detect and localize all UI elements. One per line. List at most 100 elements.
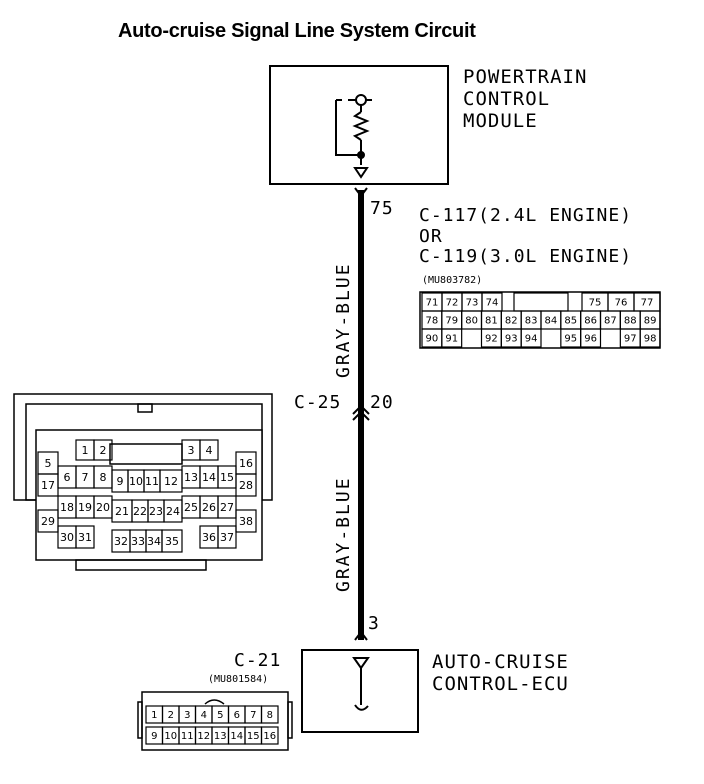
pin-number: 19	[78, 501, 92, 514]
pin-number: 81	[485, 316, 498, 327]
pin-number: 35	[165, 535, 179, 548]
pin-number: 3	[184, 710, 190, 721]
ecu-box	[301, 649, 419, 733]
pin-number: 34	[147, 535, 161, 548]
wire-color-upper: GRAY-BLUE	[333, 262, 354, 378]
connector-or-label: OR	[419, 226, 443, 247]
pin-number: 80	[465, 316, 478, 327]
pin-number: 92	[485, 334, 498, 345]
pin-number: 10	[164, 731, 177, 742]
pin-number: 26	[202, 501, 216, 514]
pin-cell	[260, 705, 279, 724]
pin-number: 88	[624, 316, 637, 327]
pin-number: 32	[114, 535, 128, 548]
pin-number: 30	[60, 531, 74, 544]
pin-number: 71	[426, 298, 439, 309]
pin-number: 8	[267, 710, 273, 721]
pin-number: 27	[220, 501, 234, 514]
pin-cell	[199, 439, 219, 461]
pin-number: 38	[239, 515, 253, 528]
pin-cell	[639, 328, 661, 348]
pcm-label-line: POWERTRAIN	[463, 66, 588, 88]
pin-terminal-75	[354, 187, 368, 198]
pin-number: 6	[234, 710, 240, 721]
pin-number: 12	[197, 731, 210, 742]
pin-cell	[75, 525, 95, 549]
connector-c21-part-number: (MU801584)	[208, 674, 269, 685]
pcm-label-line: CONTROL	[463, 88, 551, 110]
pin-number: 98	[644, 334, 657, 345]
pin-number: 6	[64, 471, 71, 484]
pin-number: 25	[184, 501, 198, 514]
wire-color-lower: GRAY-BLUE	[333, 476, 354, 592]
connector-c117-part-number: (MU803782)	[422, 275, 483, 286]
junction-connector-name: C-25	[294, 392, 342, 413]
pin-number: 91	[445, 334, 458, 345]
ecu-label-line: CONTROL-ECU	[432, 673, 569, 695]
pin-cell	[260, 726, 279, 745]
pin-number: 94	[525, 334, 538, 345]
pin-cell	[217, 495, 237, 519]
pin-number: 5	[45, 457, 52, 470]
pin-number: 15	[247, 731, 260, 742]
pin-number: 1	[82, 444, 89, 457]
pin-number: 7	[82, 471, 89, 484]
pin-number: 37	[220, 531, 234, 544]
pin-number: 20	[96, 501, 110, 514]
pin-cell	[217, 525, 237, 549]
pin-number: 83	[525, 316, 538, 327]
pin-number: 86	[584, 316, 597, 327]
pin-number: 82	[505, 316, 518, 327]
pin-number: 4	[206, 444, 213, 457]
pin-number: 77	[641, 298, 654, 309]
pin-number: 72	[446, 298, 459, 309]
pin-number: 13	[184, 471, 198, 484]
pin-number: 84	[545, 316, 558, 327]
pin-number: 76	[615, 298, 628, 309]
pin-number: 33	[131, 535, 145, 548]
pin-number: 17	[41, 479, 55, 492]
pcm-internal-symbol	[335, 94, 372, 179]
pin-number: 2	[168, 710, 174, 721]
pin-number: 23	[149, 505, 163, 518]
pin-number: 10	[129, 475, 143, 488]
pin-number: 14	[202, 471, 216, 484]
connector-c21-name: C-21	[234, 650, 282, 671]
pin-number: 28	[239, 479, 253, 492]
pin-number: 90	[426, 334, 439, 345]
pcm-label-line: MODULE	[463, 110, 538, 132]
pin-number: 8	[100, 471, 107, 484]
pin-number: 89	[644, 316, 657, 327]
pin-number: 11	[181, 731, 194, 742]
pin-number: 85	[564, 316, 577, 327]
pin-number: 36	[202, 531, 216, 544]
pin-number: 78	[426, 316, 439, 327]
pin-cell	[235, 473, 257, 497]
pin-cell	[161, 529, 183, 553]
ecu-label-line: AUTO-CRUISE	[432, 651, 569, 673]
pin-number: 75	[589, 298, 602, 309]
pin-number: 9	[151, 731, 157, 742]
ecu-label: AUTO-CRUISE CONTROL-ECU	[432, 651, 569, 695]
pin-number: 22	[133, 505, 147, 518]
pin-number: 73	[466, 298, 479, 309]
pin-number: 16	[263, 731, 276, 742]
pin-number: 11	[145, 475, 159, 488]
pin-number: 87	[604, 316, 617, 327]
pin-number: 97	[624, 334, 637, 345]
pin-number: 21	[115, 505, 129, 518]
pin-cell	[37, 473, 59, 497]
pin-cell	[235, 509, 257, 533]
pin-cell	[37, 509, 59, 533]
pin-number: 1	[151, 710, 157, 721]
pin-cell	[441, 328, 463, 348]
pin-number: 3	[188, 444, 195, 457]
pin-number: 9	[117, 475, 124, 488]
junction-pin-number: 20	[370, 392, 394, 413]
pin-number: 31	[78, 531, 92, 544]
pin-number: 18	[60, 501, 74, 514]
connector-c21-face	[137, 691, 293, 751]
